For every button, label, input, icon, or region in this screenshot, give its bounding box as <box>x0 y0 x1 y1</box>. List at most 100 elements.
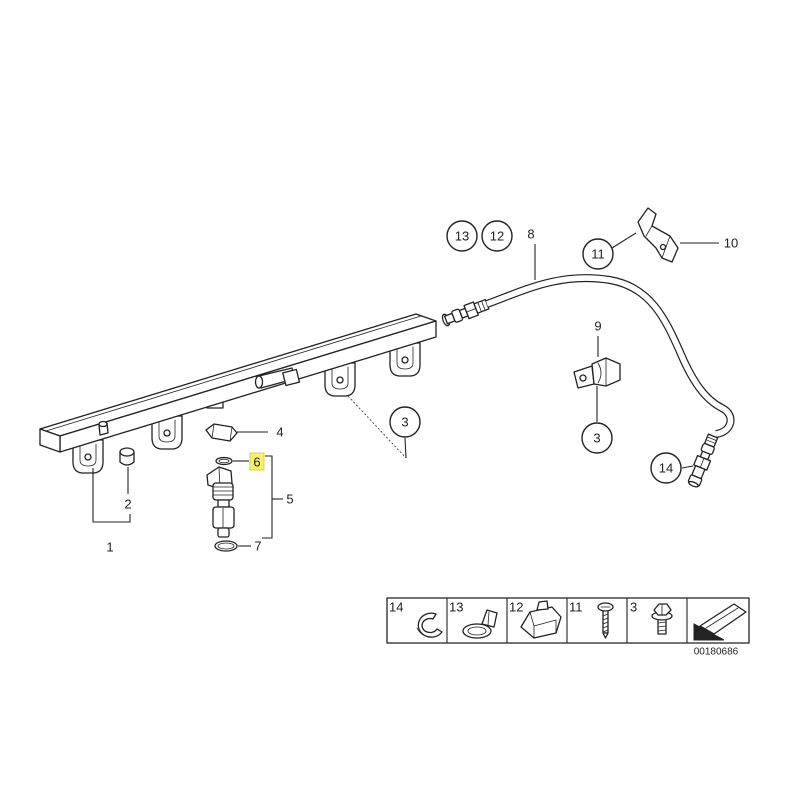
cap-top <box>119 447 135 457</box>
injector <box>206 466 235 538</box>
callout-5: 5 <box>286 492 293 507</box>
callout-13: 13 <box>446 220 478 252</box>
callout-4: 4 <box>276 425 283 440</box>
hose-end-fitting <box>687 433 719 488</box>
clamp-ring-outer <box>462 623 492 639</box>
legend-cell-11: 11 <box>569 600 614 639</box>
callout-label: 13 <box>455 229 469 244</box>
o-ring-inner <box>217 542 235 550</box>
callout-7: 7 <box>254 539 261 554</box>
callout-label: 6 <box>253 455 260 470</box>
arrow-shadow <box>693 623 725 641</box>
callout-circle <box>650 452 682 484</box>
clamp-ring-inner <box>467 626 487 636</box>
leader-5-bracket <box>262 455 273 539</box>
legend-cell-3: 3 <box>630 600 673 635</box>
band-clamp-icon <box>416 612 443 638</box>
legend-cell-13: 13 <box>449 600 498 639</box>
hose-outline <box>485 274 735 438</box>
cup-slot <box>79 443 97 467</box>
rail-cup-1 <box>72 439 104 474</box>
o-ring-lower <box>214 540 238 552</box>
arrow-icon <box>693 603 747 641</box>
rail-cup-3 <box>324 362 356 397</box>
callout-label: 3 <box>401 415 408 430</box>
cup-hole <box>163 429 171 437</box>
parts-legend: 14 13 12 11 <box>386 597 750 644</box>
clamp-tab <box>481 609 498 628</box>
leader-14 <box>681 465 694 469</box>
callout-11: 11 <box>582 238 614 270</box>
drawing-number: 00180686 <box>694 647 739 658</box>
o-ring-outer <box>215 456 233 466</box>
cup-hole <box>84 453 92 461</box>
ferrule-ribs <box>705 436 717 444</box>
fuel-rail <box>39 313 437 474</box>
injector-waist <box>217 499 230 508</box>
callout-label: 14 <box>659 461 673 476</box>
hex-bolt-icon <box>651 603 673 635</box>
arrow-plate-edge <box>705 607 739 629</box>
screw-shank <box>602 609 609 634</box>
callout-14: 14 <box>650 452 682 484</box>
hose-rail-fitting <box>441 298 490 327</box>
bracket <box>637 207 679 263</box>
rail-end-face <box>39 428 61 453</box>
rail-cup-4 <box>389 342 421 377</box>
holder-hole <box>579 374 587 382</box>
legend-cell-14: 14 <box>389 600 443 638</box>
legend-cell-arrow <box>693 603 747 641</box>
bracket-body <box>637 207 679 263</box>
fitting-end <box>98 420 108 428</box>
cap <box>119 447 135 466</box>
bracket-hole <box>659 243 667 251</box>
callout-8: 8 <box>527 227 534 242</box>
leader-3-rail-stem <box>404 437 407 459</box>
callout-circle <box>481 220 513 252</box>
leader-11 <box>611 232 637 249</box>
legend-label: 3 <box>630 600 637 615</box>
rail-top-face <box>39 313 437 437</box>
legend-dividers <box>446 598 688 643</box>
ferrule-ribs <box>477 300 486 313</box>
hose-fill <box>486 275 734 437</box>
clip-bend <box>211 423 233 442</box>
screw-thread <box>602 613 609 633</box>
clip-top <box>536 600 549 611</box>
screw-tip <box>602 632 609 639</box>
legend-label: 12 <box>509 600 523 615</box>
cup-slot <box>158 419 176 443</box>
bolt-hex-head <box>653 603 672 616</box>
callout-circle <box>582 238 614 270</box>
injector-lower-body <box>212 506 235 529</box>
cup-hole <box>401 356 409 364</box>
hex-edge <box>466 308 477 313</box>
highlight-box <box>249 452 265 471</box>
fuel-hose <box>441 274 735 488</box>
callout-12: 12 <box>481 220 513 252</box>
injector-upper-body <box>212 482 234 501</box>
cup-hole <box>336 376 344 384</box>
clip-icon <box>520 600 562 639</box>
callout-6-highlighted: 6 <box>249 452 265 471</box>
callout-10: 10 <box>724 236 738 251</box>
screw-icon <box>597 602 614 639</box>
callout-label: 11 <box>591 247 605 262</box>
arrow-plate <box>699 603 747 635</box>
callout-1: 1 <box>106 540 113 555</box>
injector-tip <box>217 527 230 538</box>
band-clamp-shape <box>417 612 443 638</box>
callout-label: 3 <box>593 431 600 446</box>
rail-edge-line <box>45 315 422 432</box>
hose-clamp-icon <box>462 609 498 639</box>
connector-clip <box>282 368 301 387</box>
callout-circle <box>446 220 478 252</box>
clip-body <box>205 423 238 442</box>
o-ring-inner <box>218 458 230 464</box>
legend-label: 11 <box>569 600 583 615</box>
bolt-thread <box>657 621 667 632</box>
injector-ribs <box>212 486 234 496</box>
band-clamp-shade <box>416 627 431 638</box>
callout-2: 2 <box>124 497 131 512</box>
